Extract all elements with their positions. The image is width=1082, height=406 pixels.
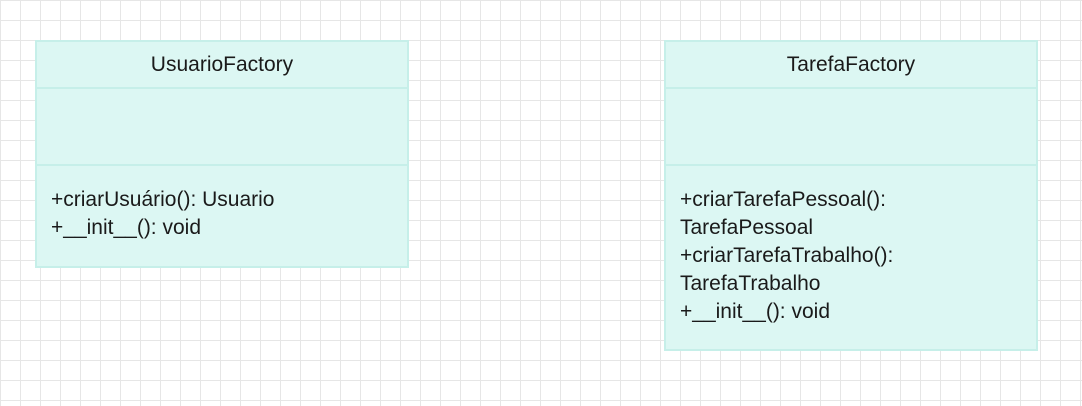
methods-compartment: +criarUsuário(): Usuario +__init__(): vo…: [37, 166, 407, 242]
attributes-compartment: [37, 89, 407, 166]
method-criar-tarefa-trabalho: +criarTarefaTrabalho(): TarefaTrabalho: [680, 244, 894, 295]
methods-compartment: +criarTarefaPessoal(): TarefaPessoal +cr…: [666, 166, 1036, 326]
method-criar-tarefa-pessoal: +criarTarefaPessoal(): TarefaPessoal: [680, 188, 886, 239]
class-name: TarefaFactory: [666, 42, 1036, 89]
class-usuario-factory[interactable]: UsuarioFactory +criarUsuário(): Usuario …: [35, 40, 409, 268]
class-name: UsuarioFactory: [37, 42, 407, 89]
method-init: +__init__(): void: [51, 216, 202, 239]
method-criar-usuario: +criarUsuário(): Usuario: [51, 188, 275, 211]
class-tarefa-factory[interactable]: TarefaFactory +criarTarefaPessoal(): Tar…: [664, 40, 1038, 351]
attributes-compartment: [666, 89, 1036, 166]
method-init: +__init__(): void: [680, 300, 831, 323]
